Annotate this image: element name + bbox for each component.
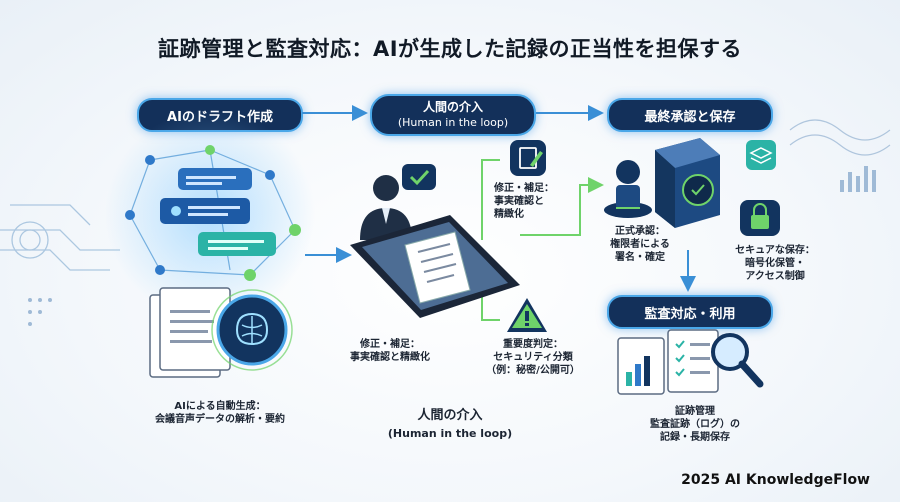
chat-bubble-icon (160, 198, 250, 224)
stage-approve-label: 最終承認と保存 (644, 109, 736, 125)
warning-icon (507, 298, 547, 332)
arrow-tablet-to-approval (520, 177, 604, 236)
chat-bubble-icon (178, 168, 252, 190)
stage-audit-label: 監査対応・利用 (644, 306, 736, 322)
stage-approve-store: 最終承認と保存 (607, 98, 773, 132)
label-fix-bottom: 修正・補足： 事実確認と精緻化 (330, 338, 450, 364)
magnifier-icon (711, 333, 764, 388)
label-secure-storage-line1: セキュアな保存： (735, 245, 815, 256)
label-secure-storage-line3: アクセス制御 (745, 271, 805, 282)
check-bubble-icon (402, 164, 436, 190)
stamp-icon (604, 160, 652, 218)
stage-human-line1: 人間の介入 (422, 100, 483, 114)
checklist-icon (667, 329, 719, 393)
label-formal-approval-line3: 署名・確定 (615, 252, 665, 263)
label-ai-generate-line2: 会議音声データの解析・要約 (155, 414, 285, 425)
label-importance-line1: 重要度判定： (503, 339, 563, 350)
safe-icon (655, 138, 720, 228)
label-importance: 重要度判定： セキュリティ分類 （例：秘密/公開可） (478, 338, 588, 377)
label-importance-line2: セキュリティ分類 (493, 352, 573, 363)
document-stack-icon (149, 287, 231, 378)
stage-human-loop: 人間の介入 (Human in the loop) (370, 94, 536, 136)
bar-decoration-right (840, 166, 876, 192)
ai-brain-icon (211, 289, 293, 371)
label-secure-storage: セキュアな保存： 暗号化保管・ アクセス制御 (720, 244, 830, 283)
center-human-line1: 人間の介入 (417, 408, 483, 423)
tablet-icon (350, 215, 520, 318)
label-fix-top-line2: 事実確認と (494, 196, 544, 207)
label-formal-approval-line1: 正式承認： (615, 226, 665, 237)
page-title: 証跡管理と監査対応：AIが生成した記録の正当性を担保する (157, 37, 743, 61)
chart-decoration-right (789, 119, 891, 156)
stage-human-line2: (Human in the loop) (397, 116, 509, 129)
edit-icon (510, 140, 546, 176)
label-fix-bottom-line2: 事実確認と精緻化 (350, 352, 430, 363)
layers-icon (746, 140, 776, 170)
label-formal-approval-line2: 権限者による (610, 239, 670, 250)
label-audit-trail-line1: 証跡管理 (675, 406, 715, 417)
label-fix-top: 修正・補足： 事実確認と 精緻化 (494, 182, 584, 221)
dot-grid-decoration (28, 298, 52, 326)
label-ai-generate-line1: AIによる自動生成： (174, 401, 266, 412)
label-audit-trail: 証跡管理 監査証跡（ログ）の 記録・長期保存 (625, 405, 765, 444)
branch-fix-top (481, 159, 500, 240)
lock-icon (740, 200, 780, 236)
chat-bubble-icon (198, 232, 276, 256)
label-formal-approval: 正式承認： 権限者による 署名・確定 (600, 225, 680, 264)
label-importance-line3: （例：秘密/公開可） (486, 365, 580, 376)
label-ai-generate: AIによる自動生成： 会議音声データの解析・要約 (120, 400, 320, 426)
footer-credit: 2025 AI KnowledgeFlow (681, 472, 870, 488)
label-fix-top-line1: 修正・補足： (494, 183, 554, 194)
circuit-decoration-left (0, 204, 120, 271)
label-secure-storage-line2: 暗号化保管・ (745, 258, 805, 269)
document-icon (404, 231, 471, 304)
network-nodes (125, 145, 301, 281)
stage-audit-use: 監査対応・利用 (607, 295, 773, 329)
label-fix-top-line3: 精緻化 (494, 209, 524, 220)
report-chart-icon (617, 337, 665, 395)
label-audit-trail-line2: 監査証跡（ログ）の (650, 419, 740, 430)
center-human-loop-label: 人間の介入 (Human in the loop) (370, 404, 530, 440)
label-fix-bottom-line1: 修正・補足： (360, 339, 420, 350)
label-audit-trail-line3: 記録・長期保存 (660, 432, 730, 443)
center-human-line2: (Human in the loop) (387, 427, 513, 440)
